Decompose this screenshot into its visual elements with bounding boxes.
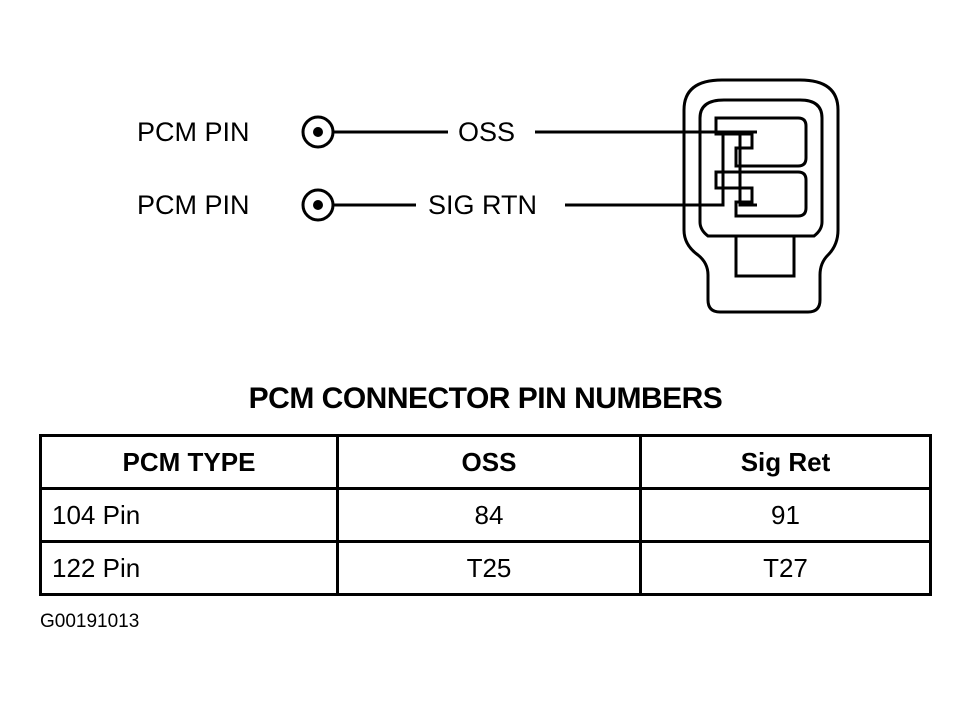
oss-wire <box>333 130 757 207</box>
table-cell: T25 <box>336 540 642 596</box>
sensor-connector <box>682 78 840 314</box>
pcm-pin-label-2: PCM PIN <box>137 190 250 220</box>
table-header-row: PCM TYPE OSS Sig Ret <box>39 434 932 490</box>
header-sig-ret: Sig Ret <box>639 434 932 490</box>
wiring-diagram <box>301 78 840 314</box>
table-row: 122 Pin T25 T27 <box>39 540 932 596</box>
table-cell: 122 Pin <box>39 540 339 596</box>
header-oss: OSS <box>336 434 642 490</box>
table-cell: 84 <box>336 487 642 543</box>
header-pcm-type: PCM TYPE <box>39 434 339 490</box>
table-cell: T27 <box>639 540 932 596</box>
pcm-pin-label-1: PCM PIN <box>137 117 250 147</box>
figure-id: G00191013 <box>40 611 140 632</box>
pcm-pin-terminal-1 <box>301 115 335 149</box>
pcm-pin-terminal-2 <box>301 188 335 222</box>
table-row: 104 Pin 84 91 <box>39 487 932 543</box>
pin-numbers-table: PCM TYPE OSS Sig Ret 104 Pin 84 91 122 P… <box>39 434 932 596</box>
oss-signal-label: OSS <box>458 117 516 147</box>
table-cell: 91 <box>639 487 932 543</box>
sig-rtn-signal-label: SIG RTN <box>428 190 538 220</box>
sig-rtn-wire <box>333 130 757 207</box>
table-cell: 104 Pin <box>39 487 339 543</box>
table-title: PCM CONNECTOR PIN NUMBERS <box>248 382 723 415</box>
